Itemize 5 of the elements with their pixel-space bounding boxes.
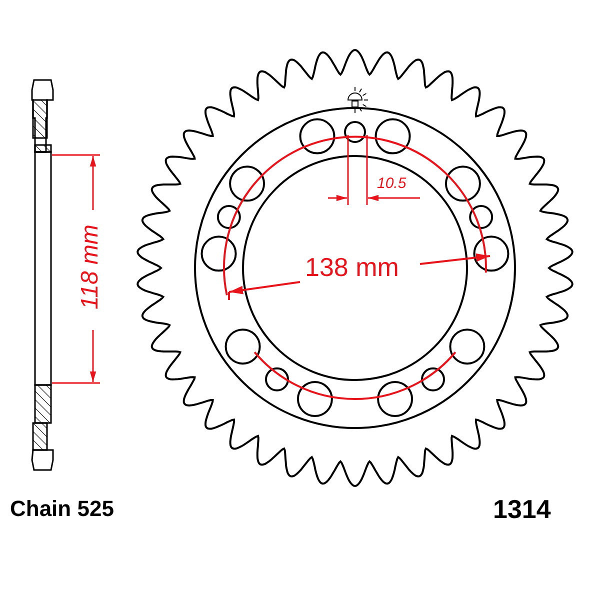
dimension-label: 138 mm xyxy=(305,254,399,280)
dimension-label: 118 mm xyxy=(78,224,102,310)
dimension-label: 10.5 xyxy=(377,176,406,191)
chain-size-label: Chain 525 xyxy=(10,498,114,520)
part-number: 1314 xyxy=(493,496,551,522)
